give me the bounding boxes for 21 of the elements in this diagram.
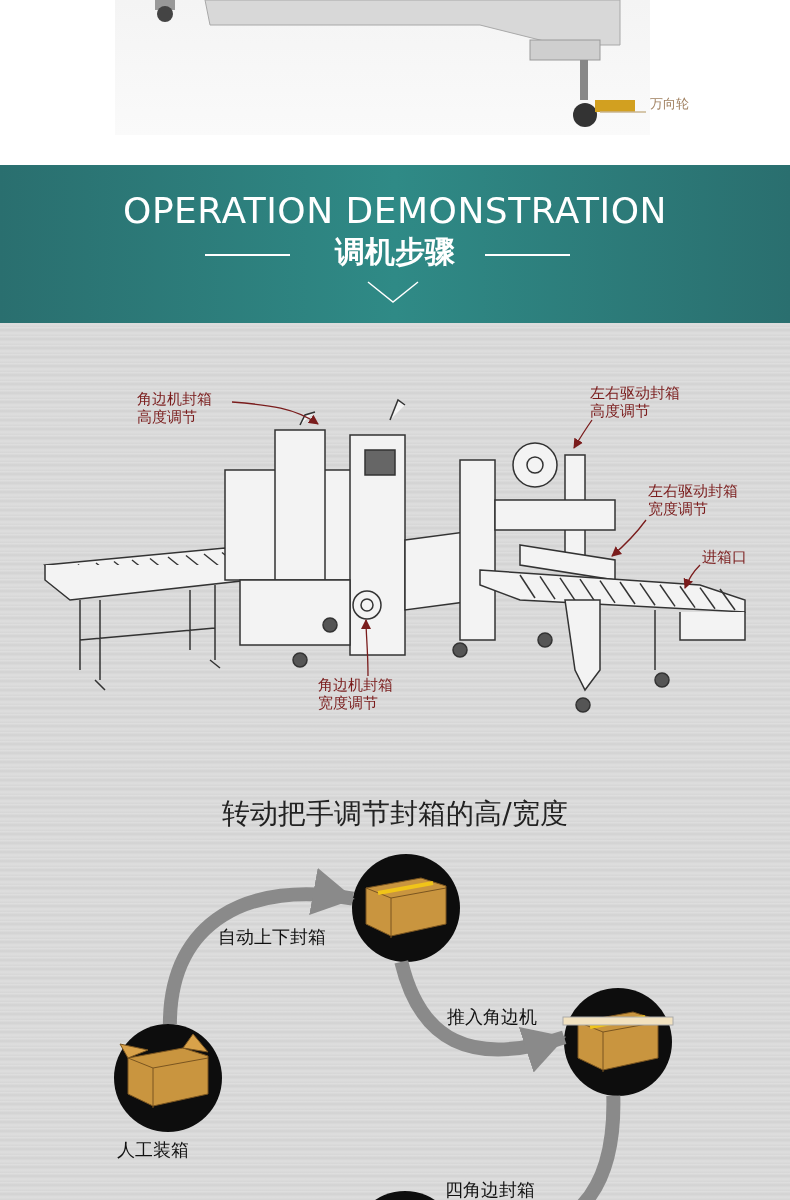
leader-arrow (573, 419, 593, 449)
leader-arrow (683, 564, 701, 589)
step-label: 人工装箱 (117, 1138, 189, 1162)
subheading-text: 调机步骤 (335, 234, 455, 269)
leader-arrow (611, 519, 647, 557)
curved-arrow (162, 869, 355, 1025)
callout-label: 角边机封箱高度调节 (137, 390, 217, 426)
instruction-text: 转动把手调节封箱的高/宽度 (222, 797, 568, 830)
step-label: 四角边封箱 (445, 1178, 535, 1200)
callout-label: 进箱口 (702, 548, 762, 566)
curved-arrow (394, 959, 567, 1072)
callout-label: 左右驱动封箱宽度调节 (648, 482, 744, 518)
callout-label: 角边机封箱宽度调节 (318, 676, 398, 712)
heading-text: OPERATION DEMONSTRATION (123, 190, 667, 231)
leader-arrow (231, 401, 319, 425)
leader-line (599, 111, 647, 113)
step-label: 推入角边机 (447, 1005, 537, 1029)
callout-label: 万向轮 (650, 95, 700, 113)
callout-label: 左右驱动封箱高度调节 (590, 384, 686, 420)
leader-arrow (361, 619, 372, 677)
step-label: 自动上下封箱 (218, 925, 326, 949)
